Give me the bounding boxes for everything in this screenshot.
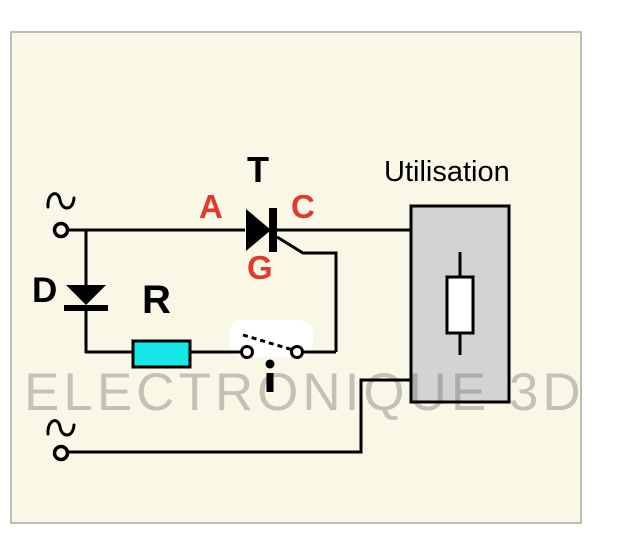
resistor-label: R bbox=[142, 278, 171, 322]
watermark-text: ELECTRONIQUE 3D bbox=[24, 363, 585, 422]
thyristor-label: T bbox=[247, 149, 269, 190]
anode-label: A bbox=[199, 188, 223, 225]
diode-label: D bbox=[32, 271, 58, 310]
cathode-label: C bbox=[291, 188, 315, 225]
load-label: Utilisation bbox=[384, 156, 510, 188]
gate-label: G bbox=[247, 249, 273, 286]
diode-icon bbox=[64, 230, 108, 353]
ac-source-bottom-icon bbox=[46, 419, 76, 462]
wire-bottom-return bbox=[67, 378, 411, 454]
push-switch-icon bbox=[240, 333, 336, 392]
ac-source-top-icon bbox=[46, 192, 76, 239]
load-box-border bbox=[409, 204, 511, 404]
thyristor-icon bbox=[246, 208, 338, 352]
load-resistor-icon bbox=[445, 252, 475, 355]
resistor-icon bbox=[131, 339, 192, 369]
